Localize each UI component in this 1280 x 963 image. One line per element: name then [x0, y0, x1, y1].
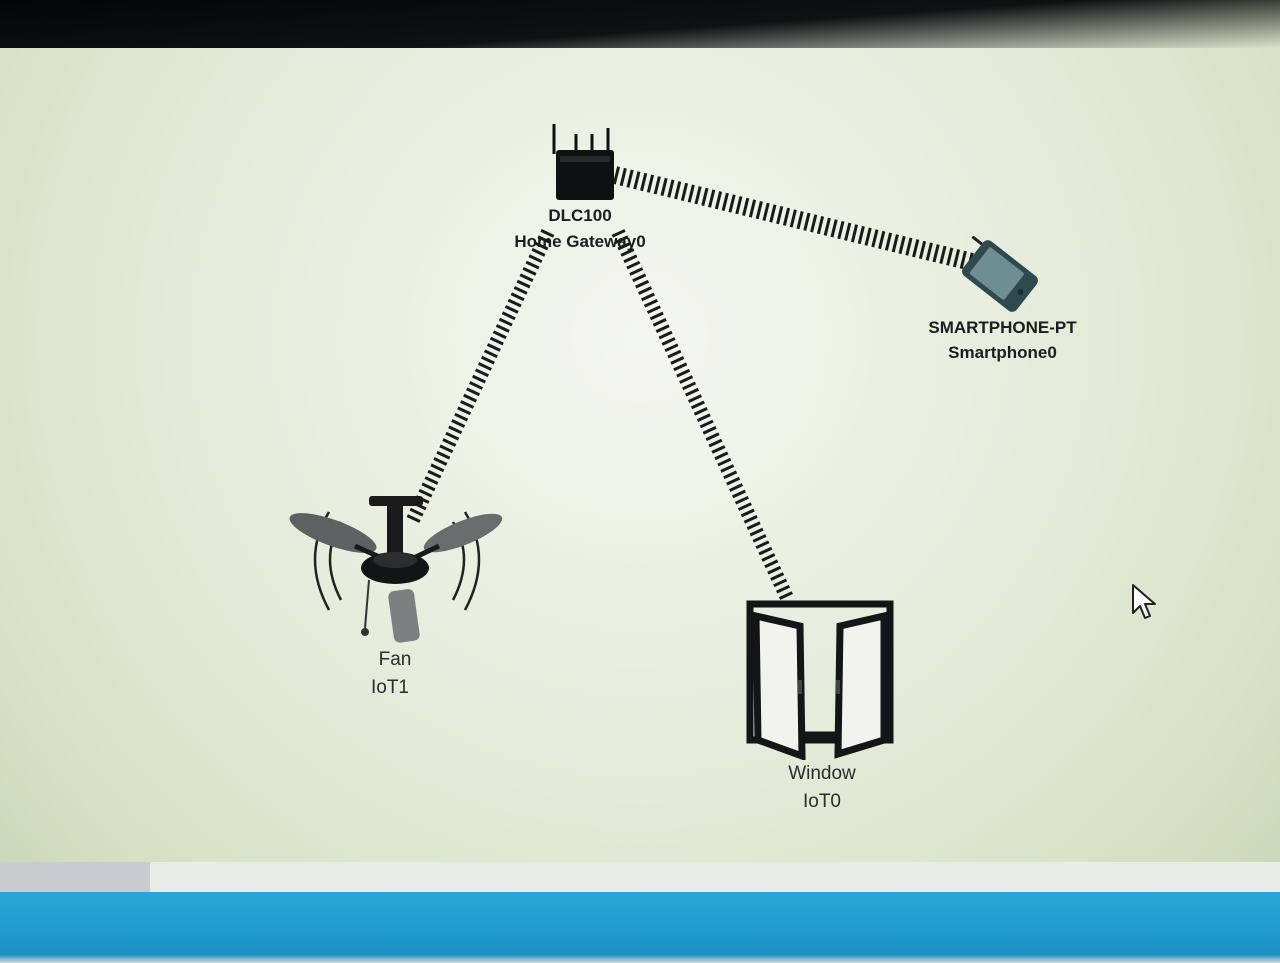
- gateway-name-label: Home Gateway0: [514, 232, 646, 251]
- wireless-link-gateway-window[interactable]: [611, 229, 795, 603]
- smartphone-model-label: SMARTPHONE-PT: [928, 318, 1077, 337]
- window-icon: [746, 600, 894, 762]
- device-smartphone[interactable]: [948, 235, 1058, 321]
- monitor-bezel: [0, 0, 1280, 48]
- home-gateway-icon: [552, 124, 614, 200]
- ceiling-fan-icon: [289, 496, 503, 643]
- window-name-label: IoT0: [802, 791, 842, 812]
- workspace-scroll-corner: [0, 862, 150, 894]
- device-home-gateway[interactable]: [548, 120, 620, 207]
- horizontal-scrollbar[interactable]: [150, 862, 1280, 892]
- device-window[interactable]: [746, 600, 894, 765]
- fan-model-label: Fan: [378, 649, 412, 670]
- fan-name-label: IoT1: [370, 677, 410, 698]
- smartphone-name-label: Smartphone0: [948, 343, 1057, 362]
- wireless-link-gateway-fan[interactable]: [405, 229, 555, 525]
- gateway-model-label: DLC100: [548, 206, 612, 225]
- bottom-toolbar: [0, 892, 1280, 963]
- mouse-pointer-icon: [1132, 584, 1156, 619]
- smartphone-icon: [962, 235, 1038, 312]
- device-fan[interactable]: [283, 488, 513, 653]
- wireless-link-gateway-smartphone[interactable]: [612, 166, 975, 271]
- window-model-label: Window: [788, 763, 856, 784]
